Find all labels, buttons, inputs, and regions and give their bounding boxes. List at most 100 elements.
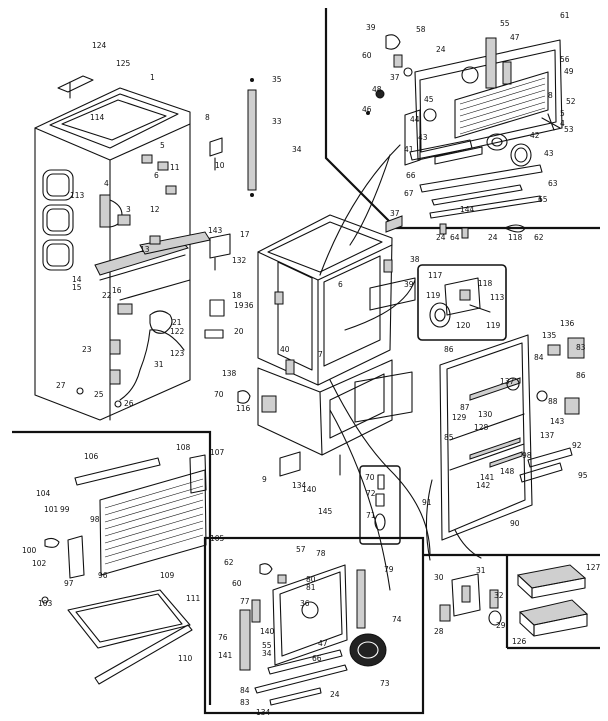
- part-label-143: 143: [550, 417, 565, 426]
- part-label-148: 148: [500, 467, 515, 476]
- part-label-113: 113: [70, 191, 85, 200]
- part-label-3: 3: [126, 205, 131, 214]
- part-label-38: 38: [410, 255, 420, 264]
- part-label-6: 6: [338, 280, 343, 289]
- part-label-70: 70: [214, 390, 224, 399]
- part-label-37: 37: [390, 209, 400, 218]
- part-label-71: 71: [366, 511, 376, 520]
- part-label-37: 37: [390, 73, 400, 82]
- part-label-46: 46: [362, 105, 372, 114]
- part-label-9: 9: [262, 475, 267, 484]
- part-label-24: 24: [436, 45, 446, 54]
- door-assembly: [425, 334, 585, 561]
- latch-inset: [374, 474, 386, 531]
- part-label-141: 141: [480, 473, 495, 482]
- part-label-104: 104: [36, 489, 51, 498]
- part-label-118: 118: [508, 233, 523, 242]
- part-label-18: 18: [232, 291, 242, 300]
- part-label-22: 22: [102, 291, 112, 300]
- part-label-64: 64: [450, 233, 460, 242]
- part-label-108: 108: [176, 443, 191, 452]
- center-cabinet: [237, 144, 431, 591]
- part-label-57: 57: [296, 545, 306, 554]
- part-label-47: 47: [510, 33, 520, 42]
- part-label-83: 83: [240, 698, 250, 707]
- part-label-7: 7: [318, 350, 323, 359]
- part-label-36: 36: [244, 301, 254, 310]
- part-label-58: 58: [416, 25, 426, 34]
- part-label-21: 21: [172, 318, 182, 327]
- part-label-70: 70: [365, 473, 375, 482]
- part-label-24: 24: [488, 233, 498, 242]
- part-label-96: 96: [98, 571, 108, 580]
- bracket-module: [439, 573, 502, 626]
- part-label-6: 6: [154, 171, 159, 180]
- part-label-12: 12: [150, 205, 160, 214]
- part-label-80: 80: [306, 575, 316, 584]
- part-label-105: 105: [210, 534, 225, 543]
- part-label-11: 11: [170, 163, 180, 172]
- part-label-84: 84: [240, 686, 250, 695]
- part-label-27: 27: [56, 381, 66, 390]
- part-label-23: 23: [82, 345, 92, 354]
- part-label-142: 142: [476, 481, 491, 490]
- part-label-123: 123: [170, 349, 185, 358]
- part-label-40: 40: [280, 345, 290, 354]
- part-label-1: 1: [150, 73, 155, 82]
- part-label-106: 106: [84, 452, 99, 461]
- part-label-66: 66: [312, 654, 322, 663]
- bottom-center-module: [239, 563, 387, 706]
- part-label-116: 116: [236, 404, 251, 413]
- part-label-56: 56: [560, 55, 570, 64]
- part-label-62: 62: [224, 558, 234, 567]
- part-label-14: 14: [72, 275, 82, 284]
- part-label-60: 60: [362, 51, 372, 60]
- part-label-140: 140: [302, 485, 317, 494]
- part-label-86: 86: [576, 371, 586, 380]
- part-label-101: 101: [44, 505, 59, 514]
- part-label-5: 5: [160, 141, 165, 150]
- part-label-65: 65: [538, 195, 548, 204]
- part-label-137: 137: [540, 431, 555, 440]
- part-label-39: 39: [366, 23, 376, 32]
- part-label-86: 86: [444, 345, 454, 354]
- part-label-67: 67: [404, 189, 414, 198]
- part-label-62: 62: [534, 233, 544, 242]
- part-label-134: 134: [292, 481, 307, 490]
- part-label-98: 98: [522, 451, 532, 460]
- part-label-143: 143: [208, 226, 223, 235]
- part-label-128: 128: [474, 423, 489, 432]
- part-label-33: 33: [272, 117, 282, 126]
- part-label-34: 34: [262, 649, 272, 658]
- part-label-110: 110: [178, 654, 193, 663]
- part-label-99: 99: [60, 505, 70, 514]
- part-label-17: 17: [240, 230, 250, 239]
- part-label-43: 43: [544, 149, 554, 158]
- part-label-87: 87: [460, 403, 470, 412]
- part-label-141: 141: [218, 651, 233, 660]
- part-label-8: 8: [205, 113, 210, 122]
- part-label-127: 127: [586, 563, 601, 572]
- part-label-144: 144: [460, 205, 475, 214]
- part-label-134: 134: [256, 708, 271, 717]
- part-label-30: 30: [434, 573, 444, 582]
- part-label-95: 95: [578, 471, 588, 480]
- part-label-41: 41: [404, 145, 414, 154]
- part-label-135: 135: [542, 331, 557, 340]
- part-label-107: 107: [210, 448, 225, 457]
- part-label-73: 73: [380, 679, 390, 688]
- part-label-39: 39: [404, 280, 414, 289]
- part-label-111: 111: [186, 594, 201, 603]
- part-label-126: 126: [512, 637, 527, 646]
- part-label-63: 63: [548, 179, 558, 188]
- part-label-29: 29: [496, 621, 506, 630]
- part-label-24: 24: [436, 233, 446, 242]
- part-label-145: 145: [318, 507, 333, 516]
- part-label-34: 34: [292, 145, 302, 154]
- part-label-117: 117: [428, 271, 443, 280]
- part-label-31: 31: [476, 566, 486, 575]
- part-label-5: 5: [560, 109, 565, 118]
- part-label-92: 92: [572, 441, 582, 450]
